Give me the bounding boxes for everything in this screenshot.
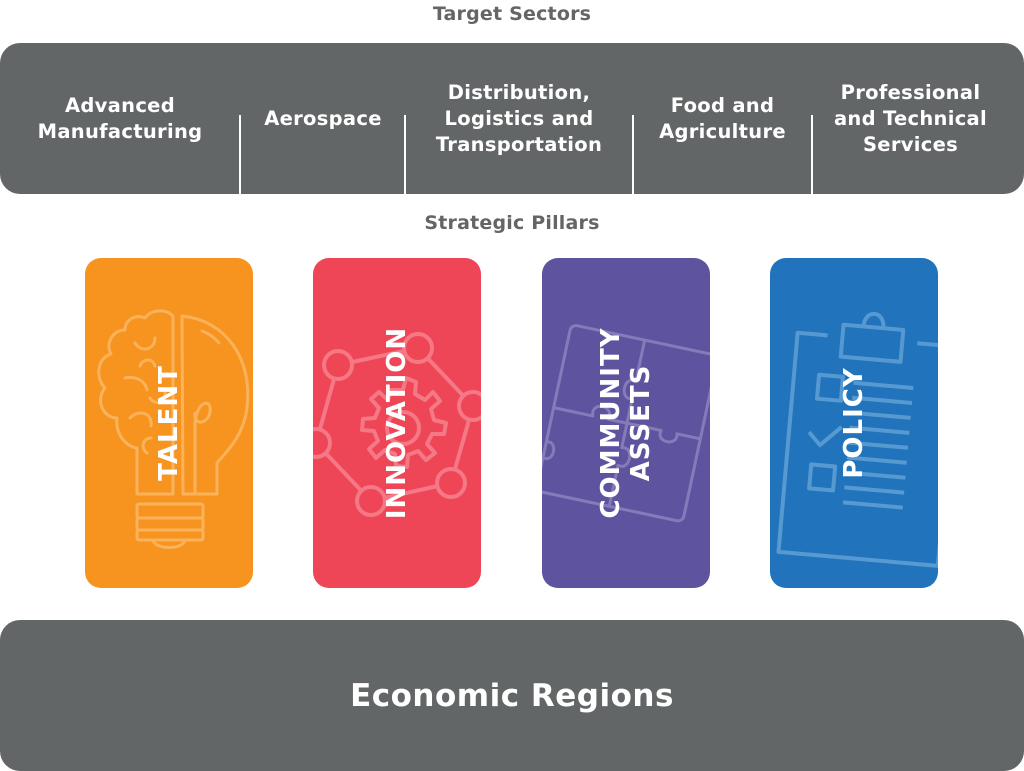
economic-regions-bar: Economic Regions [0, 620, 1024, 771]
pillar-innovation: INNOVATION [313, 258, 481, 588]
target-sectors-bar: Advanced Manufacturing Aerospace Distrib… [0, 43, 1024, 216]
pillar-policy: POLICY [770, 258, 938, 588]
puzzle-pieces-icon [542, 324, 710, 523]
pillar-community-assets-label: COMMUNITY ASSETS [596, 327, 656, 519]
sector-divider [632, 115, 634, 216]
sector-divider [811, 115, 813, 216]
pillar-policy-label: POLICY [839, 367, 869, 479]
pillar-talent-label: TALENT [154, 365, 184, 481]
sector-aerospace: Aerospace [264, 106, 382, 130]
sector-food-agriculture: Food and Agriculture [659, 93, 786, 143]
strategic-pillars-heading: Strategic Pillars [424, 212, 600, 234]
pillar-community-assets: COMMUNITY ASSETS [542, 258, 710, 588]
pillar-innovation-label: INNOVATION [382, 326, 412, 520]
clipboard-checklist-icon [776, 311, 938, 568]
sector-professional-technical: Professional and Technical Services [833, 80, 988, 156]
economic-regions-label: Economic Regions [350, 677, 674, 714]
sector-advanced-manufacturing: Advanced Manufacturing [37, 93, 203, 143]
sector-divider [404, 115, 406, 216]
target-sectors-heading: Target Sectors [432, 3, 592, 25]
sector-distribution-logistics: Distribution, Logistics and Transportati… [435, 80, 603, 156]
sector-divider [239, 115, 241, 216]
gear-network-icon [313, 332, 481, 517]
lightbulb-brain-icon [97, 309, 250, 549]
pillar-talent: TALENT [85, 258, 253, 588]
